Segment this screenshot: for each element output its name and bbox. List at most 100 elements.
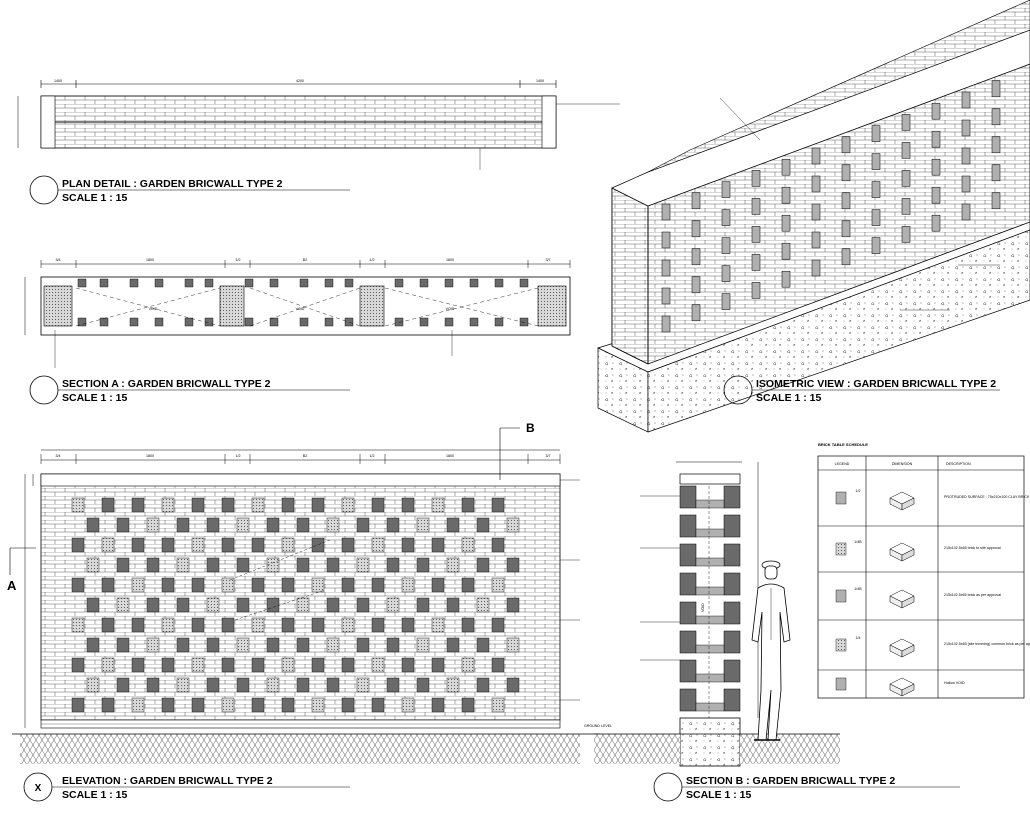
- section-b-brick-right: [723, 514, 741, 538]
- plan-dim-2: 4200: [296, 79, 304, 83]
- elevation-protruded-brick: [326, 557, 340, 573]
- iso-footing-side: [647, 229, 1030, 433]
- iso-protruded-brick: [811, 259, 821, 277]
- iso-protruded-brick: [751, 254, 761, 271]
- elevation-protruded-brick: [221, 657, 235, 673]
- elevation-protruded-brick: [191, 497, 205, 513]
- iso-protruded-brick: [781, 186, 791, 204]
- elevation-protruded-brick: [236, 677, 250, 693]
- elevation-protruded-brick: [296, 517, 310, 533]
- section-a-dim-2: 1/2: [236, 258, 241, 262]
- section-b-brick-left: [679, 659, 697, 683]
- elevation-protruded-brick: [431, 537, 445, 553]
- iso-protruded-brick: [721, 265, 731, 282]
- iso-protruded-brick: [751, 226, 761, 243]
- iso-protruded-brick: [841, 136, 851, 154]
- table-header-description: DESCRIPTION: [946, 462, 971, 466]
- table-description-1: 215x102.5x65 brick to site approval: [944, 546, 1001, 550]
- elevation-protruded-brick: [341, 497, 355, 513]
- elevation-protruded-brick: [146, 597, 160, 613]
- elevation-protruded-brick: [71, 537, 85, 553]
- elevation-protruded-brick: [131, 497, 145, 513]
- table-brick-sketch-front: [901, 595, 915, 609]
- section-b-tie-brick: [695, 499, 725, 509]
- elevation-protruded-brick: [116, 597, 130, 613]
- elevation-protruded-brick: [476, 597, 490, 613]
- elevation-protruded-brick: [161, 697, 175, 713]
- elevation-protruded-brick: [71, 657, 85, 673]
- iso-protruded-brick: [991, 108, 1001, 126]
- elevation-protruded-brick: [281, 657, 295, 673]
- table-header-dimension: DIMENSION: [892, 462, 913, 466]
- section-a-brick: [469, 317, 479, 327]
- elevation-protruded-brick: [86, 557, 100, 573]
- elevation-protruded-brick: [401, 697, 415, 713]
- iso-protruded-brick: [901, 226, 911, 243]
- elevation-protruded-brick: [71, 697, 85, 713]
- elevation-protruded-brick: [371, 497, 385, 513]
- section-a-brick: [154, 278, 164, 288]
- elevation-protruded-brick: [281, 577, 295, 593]
- elevation-protruded-brick: [266, 677, 280, 693]
- elevation-protruded-brick: [416, 597, 430, 613]
- elevation-protruded-brick: [386, 557, 400, 573]
- section-b-footing: [679, 717, 741, 767]
- elevation-protruded-brick: [401, 617, 415, 633]
- elevation-protruded-brick: [176, 517, 190, 533]
- elevation-protruded-brick: [296, 557, 310, 573]
- elevation-protruded-brick: [446, 517, 460, 533]
- section-a-brick: [99, 278, 109, 288]
- elevation-dim-2: 1/2: [236, 454, 241, 458]
- elevation-coping: [40, 473, 561, 487]
- elevation-protruded-brick: [311, 697, 325, 713]
- elevation-protruded-brick: [176, 597, 190, 613]
- table-brick-sketch-front: [901, 548, 915, 562]
- elevation-protruded-brick: [356, 637, 370, 653]
- elevation-protruded-brick: [131, 657, 145, 673]
- elevation-protruded-brick: [281, 497, 295, 513]
- elevation-protruded-brick: [191, 577, 205, 593]
- iso-protruded-brick: [751, 170, 761, 187]
- elevation-protruded-brick: [461, 537, 475, 553]
- iso-protruded-brick: [781, 242, 791, 260]
- elevation-protruded-brick: [416, 677, 430, 693]
- iso-protruded-brick: [811, 203, 821, 221]
- section-a-brick: [269, 317, 279, 327]
- elevation-protruded-brick: [371, 697, 385, 713]
- iso-protruded-brick: [841, 248, 851, 266]
- elevation-protruded-brick: [206, 677, 220, 693]
- elevation-protruded-brick: [236, 637, 250, 653]
- elevation-protruded-brick: [311, 617, 325, 633]
- elevation-protruded-brick: [491, 657, 505, 673]
- section-b-brick-left: [679, 572, 697, 596]
- elevation-protruded-brick: [206, 517, 220, 533]
- section-b-tie-brick: [695, 615, 725, 625]
- elevation-protruded-brick: [371, 577, 385, 593]
- elevation-protruded-brick: [266, 557, 280, 573]
- section-a-void-label: VOID: [446, 307, 455, 311]
- section-a-pier: [43, 285, 73, 327]
- iso-protruded-brick: [901, 198, 911, 215]
- elevation-protruded-brick: [236, 557, 250, 573]
- section-b-void-label: VOID: [701, 603, 705, 612]
- elevation-protruded-brick: [131, 617, 145, 633]
- iso-protruded-brick: [661, 287, 671, 305]
- section-a-tag: A: [7, 578, 17, 593]
- elevation-protruded-brick: [191, 537, 205, 553]
- elevation-dim-0: 3/4: [56, 454, 61, 458]
- section-a-pier: [359, 285, 385, 327]
- elevation-protruded-brick: [506, 637, 520, 653]
- table-brick-sketch-front: [901, 644, 915, 658]
- section-a-brick: [204, 317, 214, 327]
- elevation-protruded-brick: [371, 657, 385, 673]
- elevation-protruded-brick: [146, 677, 160, 693]
- elevation-protruded-brick: [506, 597, 520, 613]
- section-a-dim-0: 3/4: [56, 258, 61, 262]
- elevation-protruded-brick: [161, 577, 175, 593]
- plan-dim-3: 1400: [536, 79, 544, 83]
- elevation-protruded-brick: [116, 637, 130, 653]
- section-b-brick-left: [679, 514, 697, 538]
- iso-protruded-brick: [991, 192, 1001, 210]
- section-a-void-label: VOID: [149, 307, 158, 311]
- iso-protruded-brick: [781, 270, 791, 288]
